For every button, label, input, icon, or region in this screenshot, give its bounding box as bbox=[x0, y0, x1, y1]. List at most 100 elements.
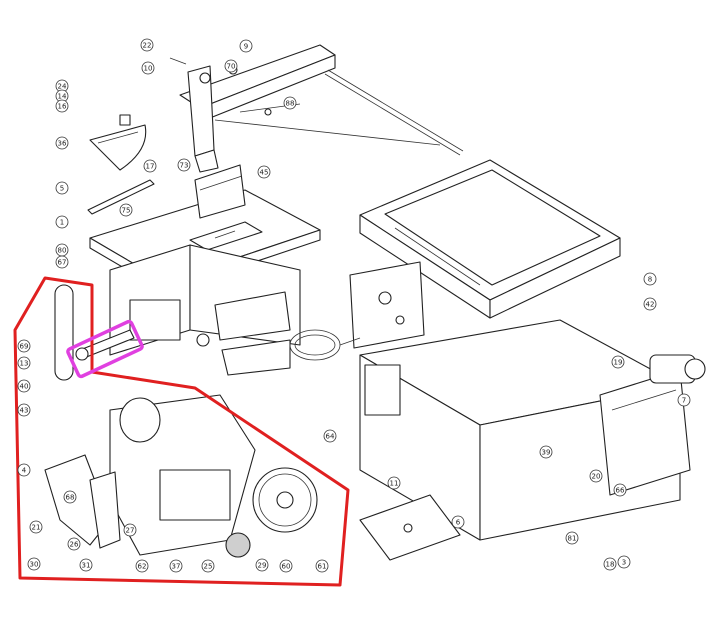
callout-c39: 26 bbox=[67, 537, 81, 551]
callout-number: 43 bbox=[20, 407, 29, 415]
callout-circle bbox=[255, 558, 269, 572]
callout-c5: 88 bbox=[283, 96, 297, 110]
callout-number: 81 bbox=[568, 535, 577, 543]
blade-guard bbox=[194, 164, 246, 219]
callout-c32: 66 bbox=[613, 483, 627, 497]
callout-c14: 1 bbox=[55, 215, 69, 229]
callout-number: 9 bbox=[244, 43, 248, 51]
callout-c47: 61 bbox=[315, 559, 329, 573]
callout-number: 31 bbox=[82, 562, 91, 570]
callout-number: 68 bbox=[66, 494, 75, 502]
callout-number: 11 bbox=[390, 480, 399, 488]
callout-c3: 10 bbox=[141, 61, 155, 75]
callout-circle bbox=[239, 39, 253, 53]
callout-circle bbox=[387, 476, 401, 490]
callout-number: 45 bbox=[260, 169, 269, 177]
callout-c12: 5 bbox=[55, 181, 69, 195]
callout-c21: 8 bbox=[643, 272, 657, 286]
callout-circle bbox=[589, 469, 603, 483]
callout-number: 26 bbox=[70, 541, 79, 549]
callout-c13: 75 bbox=[119, 203, 133, 217]
highlighted-part-box bbox=[66, 319, 144, 379]
callout-c2: 9 bbox=[239, 39, 253, 53]
callout-c15: 80 bbox=[55, 243, 69, 257]
callout-circle bbox=[279, 559, 293, 573]
callout-c33: 18 bbox=[603, 557, 617, 571]
callout-circle bbox=[55, 99, 69, 113]
callout-circle bbox=[17, 356, 31, 370]
callout-circle bbox=[55, 136, 69, 150]
callout-number: 27 bbox=[126, 527, 135, 535]
callout-circle bbox=[283, 96, 297, 110]
callout-circle bbox=[140, 38, 154, 52]
callout-circle bbox=[177, 158, 191, 172]
callout-c1: 22 bbox=[140, 38, 154, 52]
callout-c34: 3 bbox=[617, 555, 631, 569]
callout-circle bbox=[135, 559, 149, 573]
callout-number: 69 bbox=[20, 343, 29, 351]
callout-c19: 40 bbox=[17, 379, 31, 393]
callout-circle bbox=[17, 403, 31, 417]
callout-circle bbox=[123, 523, 137, 537]
callout-number: 20 bbox=[592, 473, 601, 481]
callout-number: 62 bbox=[138, 563, 147, 571]
callout-c43: 37 bbox=[169, 559, 183, 573]
callout-c38: 21 bbox=[29, 520, 43, 534]
callout-circle bbox=[63, 490, 77, 504]
callout-number: 21 bbox=[32, 524, 41, 532]
callout-number: 24 bbox=[58, 83, 67, 91]
callout-circle bbox=[55, 215, 69, 229]
callout-c45: 29 bbox=[255, 558, 269, 572]
callout-c11: 17 bbox=[143, 159, 157, 173]
callout-c18: 13 bbox=[17, 356, 31, 370]
callout-c30: 6 bbox=[451, 515, 465, 529]
callout-c4: 70 bbox=[224, 59, 238, 73]
callout-number: 14 bbox=[58, 93, 67, 101]
callout-number: 1 bbox=[60, 219, 64, 227]
callout-c20: 43 bbox=[17, 403, 31, 417]
callout-circle bbox=[611, 355, 625, 369]
callout-number: 4 bbox=[22, 467, 27, 475]
bottom-plate bbox=[359, 494, 461, 561]
callout-number: 39 bbox=[542, 449, 551, 457]
callout-number: 17 bbox=[146, 163, 155, 171]
callout-circle bbox=[451, 515, 465, 529]
callout-number: 73 bbox=[180, 162, 189, 170]
callout-circle bbox=[323, 429, 337, 443]
miter-gauge bbox=[87, 114, 155, 215]
callout-circle bbox=[27, 557, 41, 571]
callout-circle bbox=[539, 445, 553, 459]
callout-circle bbox=[643, 272, 657, 286]
switch-box bbox=[214, 291, 291, 376]
callout-number: 37 bbox=[172, 563, 181, 571]
callout-number: 8 bbox=[648, 276, 652, 284]
callout-number: 80 bbox=[58, 247, 67, 255]
callout-number: 19 bbox=[614, 359, 623, 367]
highlighted-region-outline bbox=[13, 276, 350, 587]
callout-number: 18 bbox=[606, 561, 615, 569]
callout-number: 60 bbox=[282, 563, 291, 571]
power-cord bbox=[289, 329, 361, 361]
callout-number: 13 bbox=[20, 360, 29, 368]
callout-c37: 27 bbox=[123, 523, 137, 537]
callout-circle bbox=[565, 531, 579, 545]
callout-circle bbox=[29, 520, 43, 534]
callout-c35: 4 bbox=[17, 463, 31, 477]
callout-circle bbox=[224, 59, 238, 73]
callout-circle bbox=[55, 181, 69, 195]
control-panel bbox=[349, 261, 425, 349]
callout-circle bbox=[643, 297, 657, 311]
callout-c28: 64 bbox=[323, 429, 337, 443]
callout-circle bbox=[119, 203, 133, 217]
callout-number: 36 bbox=[58, 140, 67, 148]
callout-c23: 19 bbox=[611, 355, 625, 369]
callout-number: 10 bbox=[144, 65, 153, 73]
callout-c10: 73 bbox=[177, 158, 191, 172]
dust-port bbox=[649, 354, 706, 384]
callout-c26: 20 bbox=[589, 469, 603, 483]
callout-number: 75 bbox=[122, 207, 131, 215]
motor-assembly bbox=[109, 394, 256, 558]
callout-number: 70 bbox=[227, 63, 236, 71]
callout-circle bbox=[613, 483, 627, 497]
